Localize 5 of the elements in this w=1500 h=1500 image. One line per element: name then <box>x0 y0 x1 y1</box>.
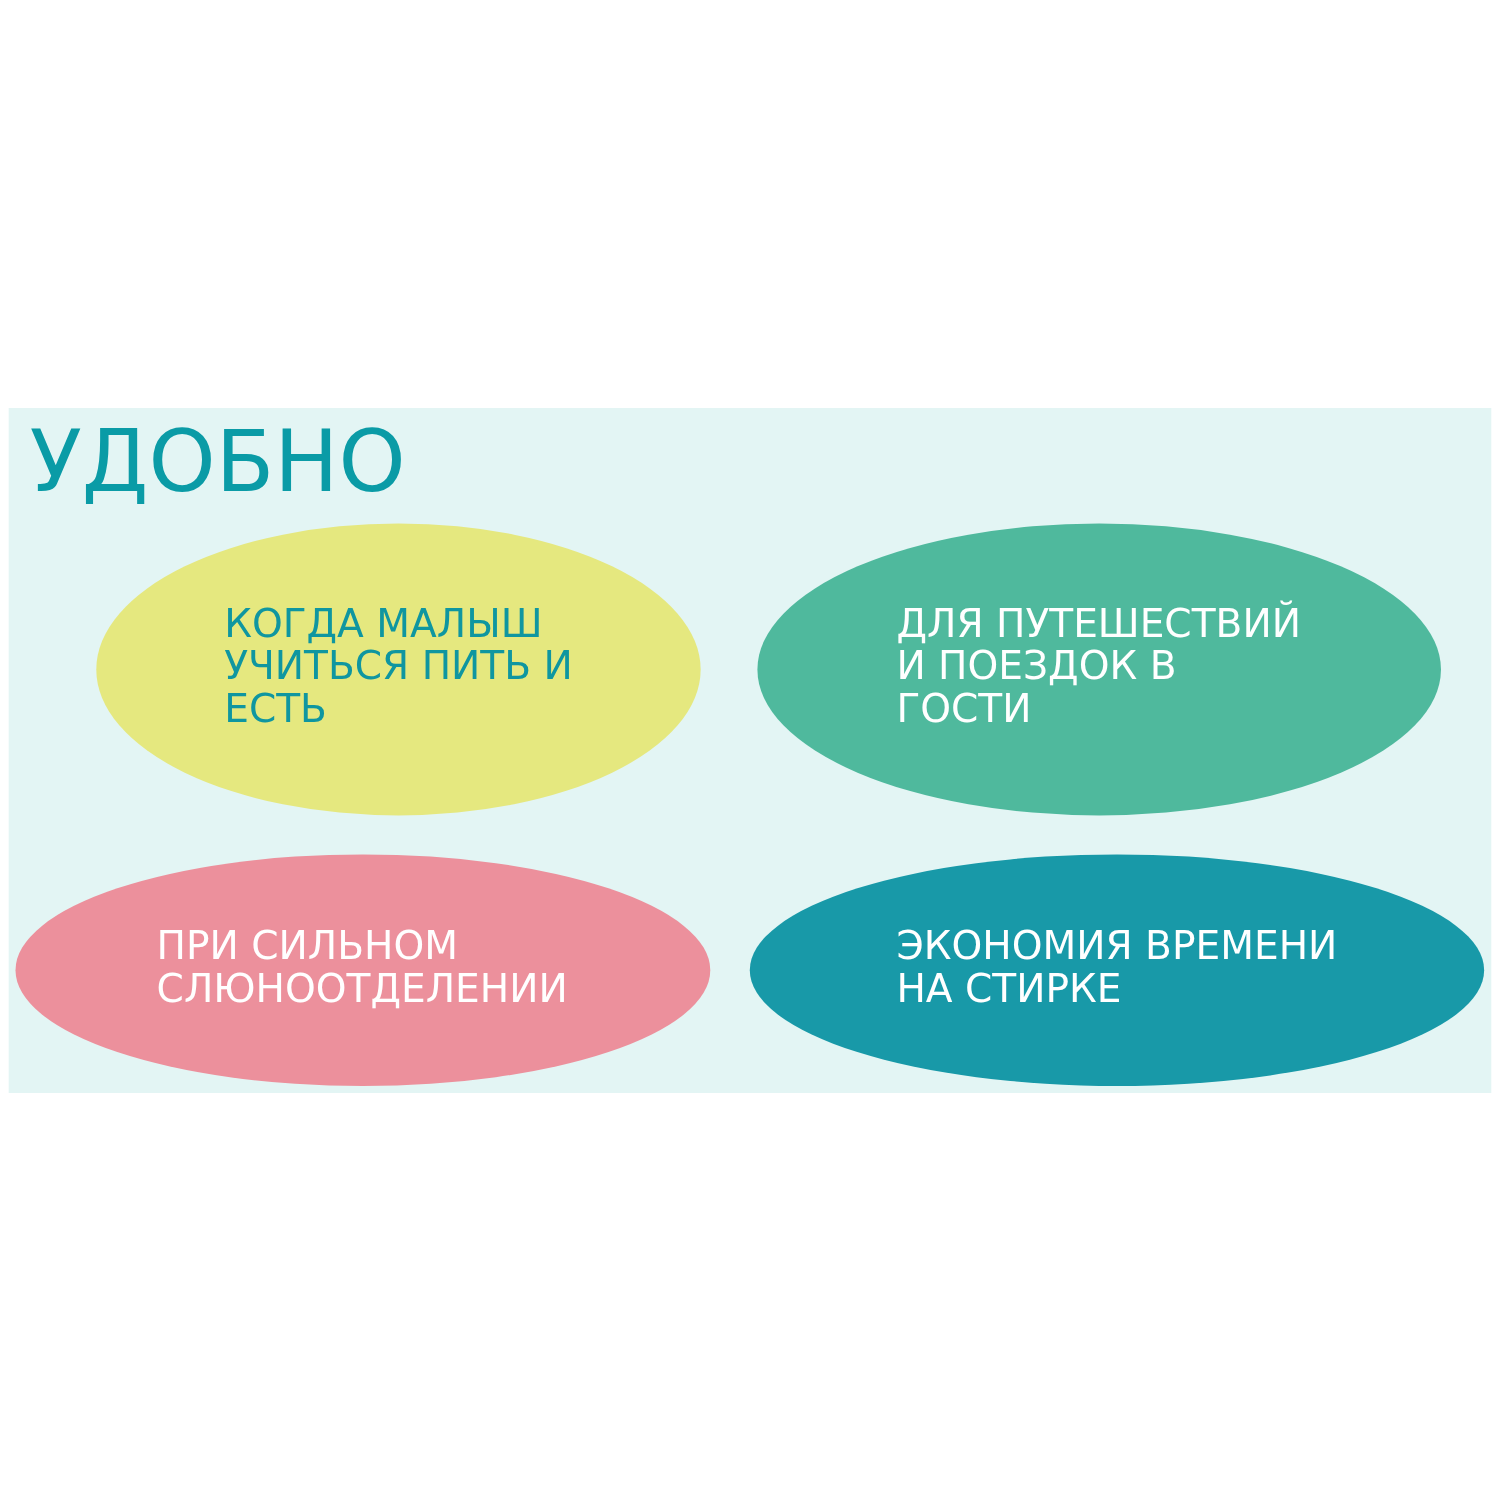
node-ellipse: ПРИ СИЛЬНОМ СЛЮНООТДЕЛЕНИИ <box>15 853 711 1086</box>
node-ellipse: ЭКОНОМИЯ ВРЕМЕНИ НА СТИРКЕ <box>749 853 1485 1086</box>
node-ellipse: ДЛЯ ПУТЕШЕСТВИЙ И ПОЕЗДОК В ГОСТИ <box>757 523 1441 815</box>
node-ellipse: КОГДА МАЛЫШ УЧИТЬСЯ ПИТЬ И ЕСТЬ <box>96 523 701 815</box>
diagram-title: УДОБНО <box>29 411 406 511</box>
